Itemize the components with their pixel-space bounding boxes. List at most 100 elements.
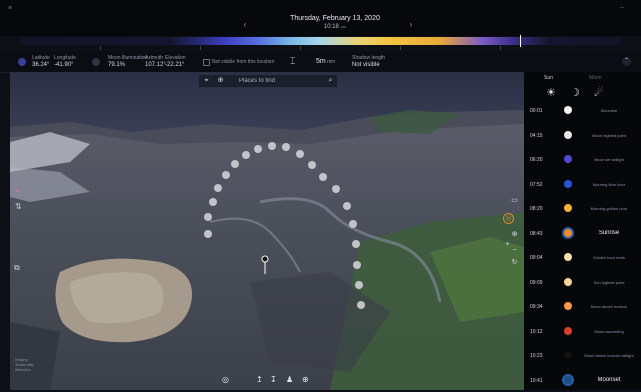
- event-row[interactable]: 10:12 Moon ascending: [524, 323, 641, 343]
- zoom-out-icon[interactable]: −: [512, 247, 517, 254]
- collapse-icon[interactable]: ⌃: [622, 57, 631, 66]
- event-time: 09:34: [530, 304, 543, 310]
- event-time: 04:15: [530, 132, 543, 139]
- phase-icons: ☀ ☽ ☄: [544, 86, 624, 100]
- tab-moon[interactable]: Moon: [589, 75, 602, 81]
- event-color-icon: [564, 106, 572, 114]
- event-time: 08:20: [530, 206, 543, 212]
- globe-icon[interactable]: ⊕: [302, 375, 309, 384]
- event-color-icon: [564, 375, 572, 384]
- search-bar: ⌖ ⊕ ⌕: [198, 74, 338, 88]
- event-time: 10:12: [530, 328, 543, 335]
- event-name: Moon above horizon: [590, 304, 628, 309]
- upload-icon[interactable]: ↥: [256, 375, 263, 384]
- target-icon[interactable]: ◎: [503, 213, 514, 224]
- location-icon[interactable]: [18, 58, 26, 66]
- event-name: Morning blue hour: [592, 181, 626, 187]
- reset-view-icon[interactable]: ↻: [511, 259, 518, 266]
- event-time: 09:09: [530, 279, 543, 286]
- event-row[interactable]: 09:09 Sun highest point: [524, 274, 641, 294]
- top-bar: ≡ − ‹ Thursday, February 13, 2020 10:18 …: [0, 0, 641, 36]
- event-time: 10:41: [530, 377, 543, 384]
- location-pin[interactable]: [261, 255, 269, 274]
- height-icon[interactable]: ⌶: [290, 56, 296, 66]
- prev-day-button[interactable]: ‹: [243, 20, 247, 29]
- next-day-button[interactable]: ›: [409, 20, 413, 29]
- layers-icon[interactable]: ⧉: [14, 263, 20, 272]
- car-icon[interactable]: ▭: [511, 197, 518, 204]
- minimize-icon[interactable]: −: [620, 5, 625, 12]
- event-color-icon: [564, 326, 572, 335]
- event-name: Moonrise: [600, 108, 618, 113]
- timeline-tick: [200, 46, 201, 50]
- visibility-checkbox[interactable]: [203, 59, 210, 66]
- comet-icon[interactable]: ☄: [594, 87, 604, 99]
- event-time: 10:23: [530, 353, 543, 359]
- event-row[interactable]: 08:43 Sunrise: [524, 225, 641, 245]
- event-color-icon: [564, 277, 572, 286]
- zoom-in-icon[interactable]: +: [505, 241, 510, 248]
- event-time: 06:20: [530, 157, 543, 163]
- longitude-info: Longitude-41.90°: [54, 55, 76, 68]
- terrain-view[interactable]: [10, 72, 524, 390]
- event-name: Moonset: [597, 376, 621, 383]
- event-color-icon: [564, 204, 572, 212]
- add-location-icon[interactable]: ⊕: [217, 77, 224, 84]
- event-name: Sunrise: [598, 229, 620, 236]
- timeline-ticks: [20, 46, 621, 52]
- timeline-tick: [100, 46, 101, 50]
- timeline-cursor[interactable]: [520, 35, 521, 47]
- sun-icon[interactable]: ☀: [546, 87, 556, 99]
- event-row[interactable]: 06:20 Moon set twilight: [524, 151, 641, 171]
- map-credits: Imagery Terrain data Attribution: [15, 358, 34, 372]
- event-name: Moon set twilight: [594, 157, 624, 162]
- tilt-icon[interactable]: ⇅: [15, 202, 22, 211]
- event-row[interactable]: 10:41 Moonset: [524, 372, 641, 392]
- person-icon[interactable]: ♟: [286, 375, 294, 384]
- event-color-icon: [564, 228, 572, 237]
- moon-icon[interactable]: [92, 58, 100, 66]
- download-icon[interactable]: ↧: [270, 375, 277, 384]
- event-color-icon: [564, 155, 572, 163]
- event-row[interactable]: 04:15 Moon highest point: [524, 127, 641, 147]
- event-name: Sun highest point: [593, 279, 625, 285]
- moon-icon[interactable]: ☽: [570, 87, 580, 99]
- terrain-canvas[interactable]: [10, 72, 524, 390]
- elevation-info: Elevation-22.21°: [165, 55, 186, 68]
- event-time: 09:04: [530, 255, 543, 261]
- search-icon[interactable]: ⌕: [328, 77, 333, 84]
- event-name: Golden hour ends: [593, 255, 625, 260]
- event-time: 08:43: [530, 230, 543, 237]
- event-row[interactable]: 09:34 Moon above horizon: [524, 298, 641, 318]
- visibility-text: Not visible from this location: [212, 59, 275, 65]
- timeline-tick: [400, 46, 401, 50]
- moon-path-dots: [204, 142, 365, 309]
- event-color-icon: [564, 302, 572, 310]
- event-color-icon: [564, 179, 572, 188]
- event-color-icon: [564, 351, 572, 359]
- camera-icon[interactable]: ◎: [222, 375, 229, 384]
- compass-icon[interactable]: ⊕: [511, 231, 518, 238]
- event-row[interactable]: 09:04 Golden hour ends: [524, 249, 641, 269]
- date-label: Thursday, February 13, 2020: [290, 15, 380, 22]
- event-name: Moon highest point: [592, 132, 626, 138]
- tab-sun[interactable]: Sun: [544, 75, 553, 81]
- menu-icon[interactable]: ≡: [8, 5, 13, 12]
- event-color-icon: [564, 130, 572, 139]
- height-value: 5m min: [316, 58, 336, 65]
- pin-tool-icon[interactable]: ⌖: [15, 186, 20, 195]
- locate-icon[interactable]: ⌖: [204, 77, 209, 84]
- date-time-display: Thursday, February 13, 2020 10:18 am: [230, 14, 440, 31]
- daylight-timeline[interactable]: [20, 35, 621, 47]
- search-input[interactable]: [239, 76, 319, 85]
- event-name: Moon ascending: [594, 328, 624, 334]
